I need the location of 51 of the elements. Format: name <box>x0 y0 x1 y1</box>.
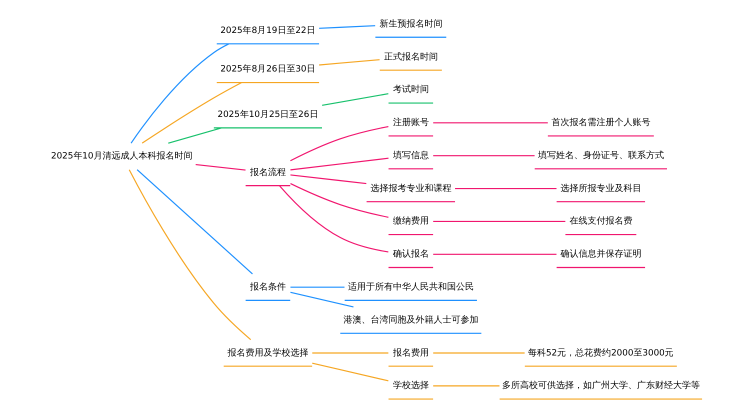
connector <box>433 220 566 222</box>
node-text: 2025年8月26日至30日 <box>220 64 316 75</box>
connector <box>312 362 388 382</box>
node-text: 确认信息并保存证明 <box>560 250 642 260</box>
connector <box>290 174 366 184</box>
node-text: 每科52元，总花费约2000至3000元 <box>528 348 674 358</box>
connector <box>319 25 376 29</box>
connector <box>196 164 246 171</box>
connector <box>142 82 242 144</box>
node-text: 首次报名需注册个人账号 <box>551 118 650 128</box>
node-text: 考试时间 <box>392 85 429 96</box>
node-text: 2025年10月25日至26日 <box>218 110 318 120</box>
node-text: 填写姓名、身份证号、联系方式 <box>538 150 664 161</box>
connector <box>433 385 500 386</box>
connector <box>455 188 556 190</box>
node-text: 正式报名时间 <box>384 52 438 62</box>
connector <box>290 183 389 218</box>
connector <box>290 158 389 170</box>
connector <box>279 185 388 253</box>
node-text: 港澳、台湾同胞及外籍人士可参加 <box>343 315 478 326</box>
connector <box>312 352 388 354</box>
node-text: 报名费用 <box>392 348 429 358</box>
node-text: 选择报考专业和课程 <box>370 184 452 194</box>
connector <box>322 93 388 106</box>
connector <box>168 127 222 144</box>
node-text: 2025年8月19日至22日 <box>220 26 316 36</box>
node-text: 新生预报名时间 <box>379 19 442 30</box>
connector <box>136 169 253 274</box>
connector <box>433 352 525 354</box>
node-text: 学校选择 <box>392 381 429 392</box>
connector <box>290 292 354 308</box>
connector <box>290 286 344 288</box>
connector <box>290 126 388 162</box>
node-text: 多所高校可供选择，如广州大学、广东财经大学等 <box>502 381 700 392</box>
node-text: 缴纳费用 <box>392 216 429 227</box>
node-text: 适用于所有中华人民共和国公民 <box>348 282 474 292</box>
node-text: 报名费用及学校选择 <box>227 348 308 358</box>
node-text: 报名条件 <box>250 282 286 292</box>
connector <box>433 254 556 255</box>
connector <box>128 169 252 340</box>
node-text: 在线支付报名费 <box>569 216 632 227</box>
node-text: 注册账号 <box>392 118 429 128</box>
connector <box>433 122 548 124</box>
node-text: 报名流程 <box>250 168 286 178</box>
node-text: 确认报名 <box>392 250 429 260</box>
connector <box>319 59 380 66</box>
connector <box>433 155 535 156</box>
connector <box>130 43 229 144</box>
node-text: 2025年10月清远成人本科报名时间 <box>51 152 192 162</box>
node-text: 填写信息 <box>392 150 429 161</box>
node-text: 选择所报专业及科目 <box>560 184 642 194</box>
